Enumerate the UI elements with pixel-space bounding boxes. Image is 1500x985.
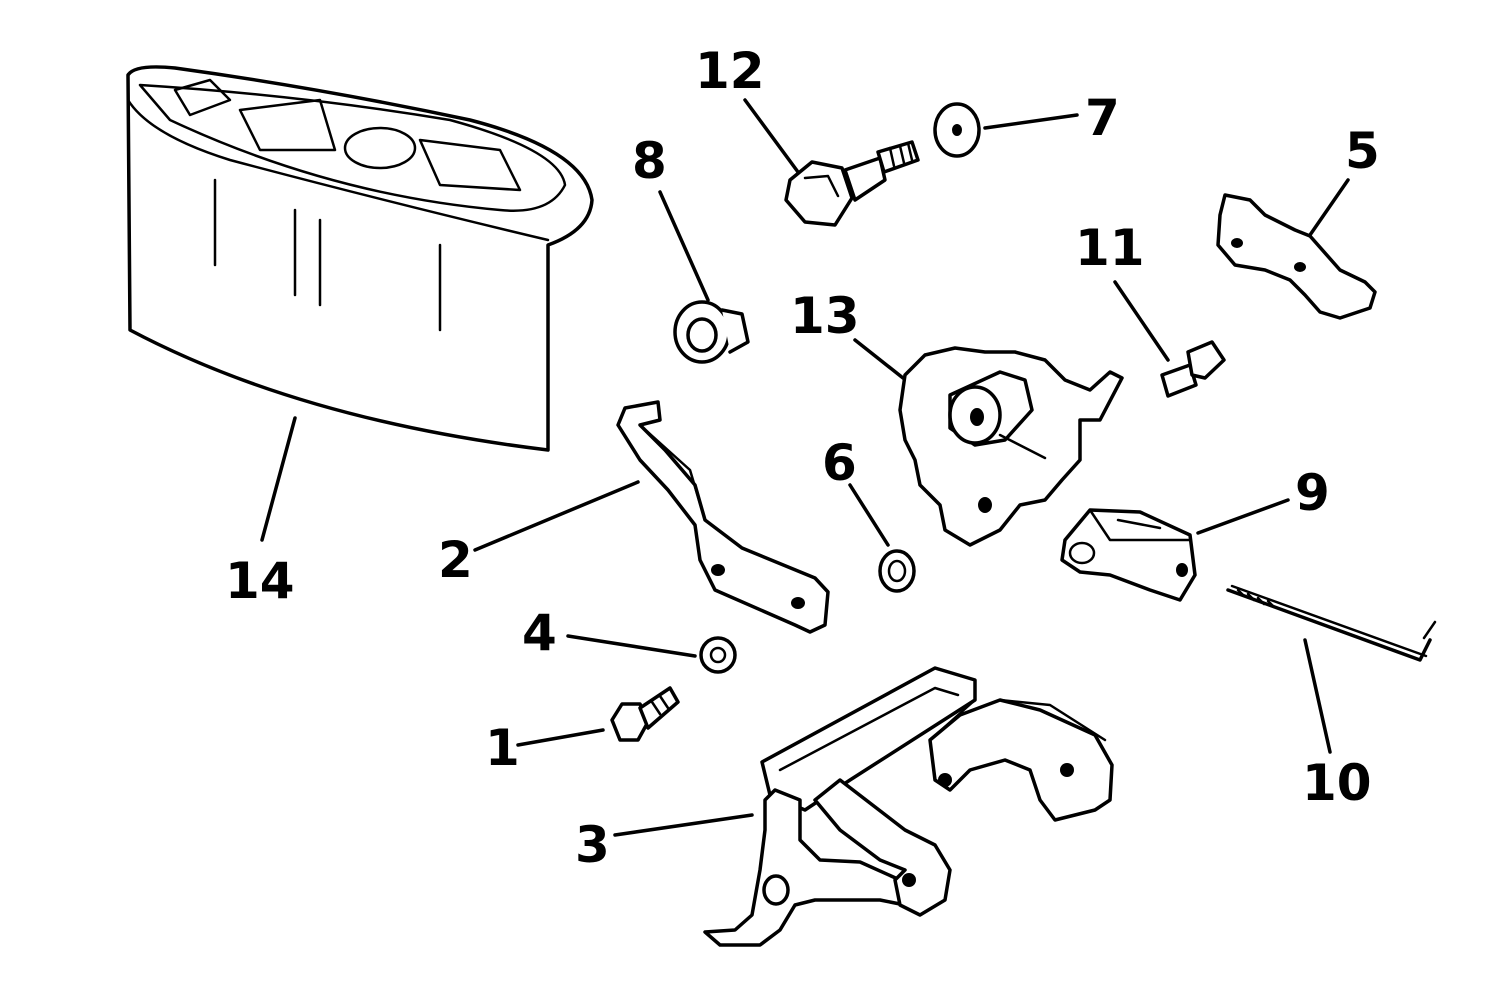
callout-9: 9 [1295, 464, 1330, 522]
callout-4: 4 [522, 604, 557, 662]
callout-8: 8 [632, 132, 667, 190]
leader-12 [743, 98, 800, 174]
leader-8 [658, 190, 710, 302]
callout-1: 1 [485, 719, 520, 777]
leader-10 [1303, 638, 1332, 754]
part-13-throttle-cam [898, 346, 1124, 547]
callout-6: 6 [822, 434, 857, 492]
callout-12: 12 [695, 42, 765, 100]
part-14-housing [126, 65, 594, 452]
callout-2: 2 [438, 531, 473, 589]
leader-14 [260, 416, 297, 542]
leader-7 [983, 113, 1079, 130]
callout-7: 7 [1085, 89, 1120, 147]
callout-13: 13 [790, 287, 860, 345]
leader-13 [853, 338, 905, 380]
part-2-bracket [616, 400, 830, 634]
part-5-bracket-plate [1216, 193, 1377, 320]
callout-11: 11 [1075, 219, 1145, 277]
leader-9 [1196, 498, 1290, 535]
leader-3 [613, 813, 754, 837]
part-4-lock-washer [699, 636, 737, 674]
part-11-screw [1160, 340, 1226, 398]
callout-labels: 1 2 3 4 5 6 7 8 9 10 11 12 13 14 [225, 42, 1380, 874]
leader-6 [848, 483, 890, 547]
part-8-grommet [673, 300, 750, 364]
leader-1 [516, 728, 605, 747]
callout-14: 14 [225, 552, 295, 610]
part-6-washer [878, 549, 916, 593]
callout-5: 5 [1345, 122, 1380, 180]
leader-4 [566, 634, 697, 658]
leader-lines [260, 98, 1350, 837]
part-12-shoulder-bolt [784, 140, 920, 227]
part-9-link-connector [1060, 508, 1197, 602]
callout-10: 10 [1302, 754, 1372, 812]
leader-2 [473, 480, 640, 552]
part-7-washer [933, 102, 981, 158]
part-1-screw [610, 686, 680, 742]
part-10-link-rod [1226, 584, 1437, 662]
leader-11 [1113, 280, 1170, 362]
part-3-main-bracket [703, 666, 1114, 947]
leader-5 [1308, 178, 1350, 237]
callout-3: 3 [575, 816, 610, 874]
